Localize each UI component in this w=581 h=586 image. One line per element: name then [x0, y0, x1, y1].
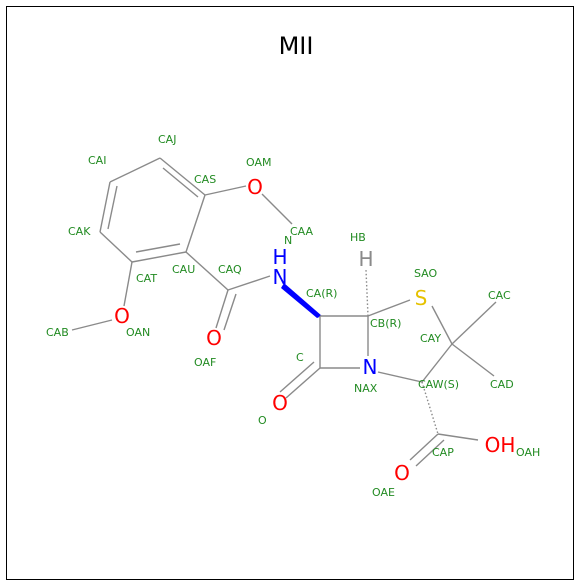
element-s: S — [415, 286, 428, 310]
atom-label-cas: CAS — [194, 173, 216, 186]
bond-cau-cat-inner — [135, 243, 181, 253]
element-o-an: O — [114, 304, 130, 328]
bond-c-o — [285, 367, 321, 399]
bond-cai-caj — [109, 157, 161, 183]
bond-cak-cai — [99, 181, 111, 233]
element-o-ae: O — [394, 461, 410, 485]
bond-caj-cas-inner — [162, 167, 199, 198]
bond-oan-cab — [71, 319, 113, 331]
element-h-b: H — [358, 247, 373, 271]
atom-label-ca-r: CA(R) — [306, 287, 337, 300]
atom-label-oan: OAN — [126, 326, 150, 339]
bond-cap-oae — [409, 433, 439, 461]
atom-label-cat: CAT — [136, 272, 157, 285]
wedge-n-ca — [281, 283, 322, 318]
bond-caq-n — [227, 275, 271, 291]
bond-cat-cak — [99, 231, 133, 263]
element-n-h-hydrogen: H — [272, 245, 287, 269]
atom-labels: CAJ CAI CAS OAM CAK CAA N HB CAU CAQ CAT… — [46, 133, 540, 499]
atom-label-caw-s: CAW(S) — [418, 378, 459, 391]
element-o-c: O — [272, 391, 288, 415]
atom-label-cap: CAP — [432, 446, 454, 459]
bond-caj-cas — [159, 157, 206, 196]
bond-caq-oaf — [215, 289, 229, 329]
element-oh: OH — [485, 433, 516, 457]
atom-label-oae: OAE — [372, 486, 395, 499]
bond-caw-nax — [377, 371, 423, 383]
atom-label-caa: CAA — [290, 225, 314, 238]
element-o-am: O — [247, 175, 263, 199]
bond-cas-cau — [185, 194, 206, 253]
atom-label-nax: NAX — [354, 382, 378, 395]
atom-label-oam: OAM — [246, 156, 271, 169]
bond-cap-oh — [437, 433, 479, 441]
bond-caw-cap — [421, 381, 439, 435]
bond-cat-oan — [123, 261, 133, 307]
bond-cap-oae-inner — [415, 439, 445, 467]
bonds — [71, 157, 497, 467]
atom-label-o: O — [258, 414, 267, 427]
atom-label-hb: HB — [350, 231, 366, 244]
atom-label-caj: CAJ — [158, 133, 176, 146]
bond-cb-hb — [365, 269, 369, 317]
bond-caq-oaf-inner — [223, 293, 237, 331]
element-o-af: O — [206, 326, 222, 350]
bond-c-o-inner — [279, 361, 315, 393]
atom-label-caq: CAQ — [218, 263, 242, 276]
element-n-ax: N — [363, 355, 378, 379]
diagram-title: MII — [279, 32, 314, 60]
bond-cak-cai-inner — [107, 185, 118, 230]
bond-s-cay — [431, 305, 453, 345]
bond-cay-cac — [451, 301, 497, 345]
element-n-h: N — [273, 265, 288, 289]
atom-label-sao: SAO — [414, 267, 438, 280]
atom-label-cai: CAI — [88, 154, 106, 167]
atom-label-cac: CAC — [488, 289, 511, 302]
element-symbols: O O O O O OH N H N S H — [114, 175, 515, 485]
bond-cay-cad — [451, 343, 495, 377]
atom-label-cad: CAD — [490, 378, 514, 391]
bond-cas-oam — [204, 185, 247, 196]
bond-cb-s — [367, 299, 411, 317]
atom-label-n: N — [284, 234, 292, 247]
atom-label-oah: OAH — [516, 446, 540, 459]
atom-label-cay: CAY — [420, 332, 441, 345]
atom-label-oaf: OAF — [194, 356, 216, 369]
bond-cau-cat — [131, 251, 187, 263]
atom-label-cab: CAB — [46, 326, 69, 339]
bond-cay-caw — [421, 343, 453, 383]
bond-oam-caa — [261, 193, 293, 225]
atom-label-cak: CAK — [68, 225, 91, 238]
atom-label-cau: CAU — [172, 263, 195, 276]
atom-label-cb-r: CB(R) — [370, 317, 401, 330]
bond-cau-caq — [185, 251, 229, 291]
atom-label-c: C — [296, 351, 304, 364]
